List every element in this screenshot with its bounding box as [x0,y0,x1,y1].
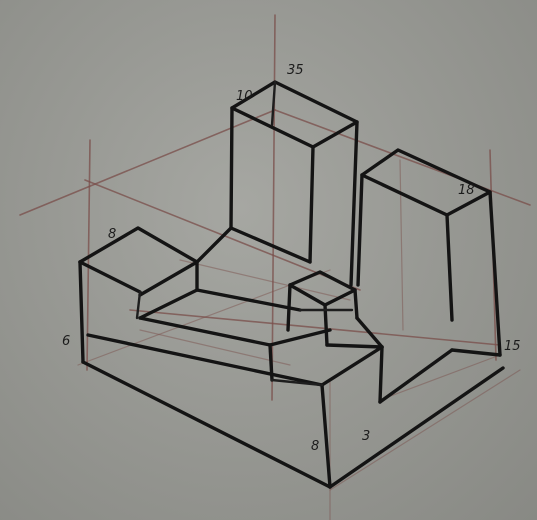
channel-top-back [229,226,312,264]
base-top-front-edge [86,333,324,387]
base-left-vertical [78,260,85,364]
base-front-vertical [320,383,332,489]
label-left-height: 6 [62,334,70,349]
guide-diag-left [77,269,331,366]
base-right-step [320,345,384,387]
guide-axis-left [19,109,276,216]
guide-inner-2 [139,329,291,366]
object-edges [78,80,505,489]
notch-front-vertical [323,303,329,347]
tall-block-left-edge [229,106,234,230]
guide-mid-rail [129,309,501,346]
right-wall-front-edge [445,213,454,322]
tall-block-right-edge [349,120,359,287]
label-tall-block-right: 35 [287,63,304,78]
left-block-inner-vertical [135,290,142,320]
label-right-wall: 18 [458,183,475,198]
base-right-riser [378,345,384,404]
base-front-left [81,360,332,489]
left-block-back-edge [78,260,142,294]
guide-right-bottom [379,354,501,401]
label-bottom-right: 3 [362,429,370,444]
channel-end-vertical [268,343,274,382]
base-right-back [450,348,502,357]
channel-end-floor [270,378,324,387]
channel-floor-right [195,288,302,312]
notch-right-vertical [353,288,359,320]
notch-left-vertical [286,283,292,332]
tall-block-back-edge [270,80,277,127]
channel-floor-left [138,316,272,347]
label-right-height: 15 [504,339,521,354]
tall-block-front-edge [308,145,315,264]
dimension-labels: 10 35 18 8 6 15 8 3 [62,63,521,454]
left-block-top [78,226,199,297]
label-tall-block-left: 10 [236,89,253,104]
channel-floor-back [138,288,199,320]
label-left-block-top: 8 [108,227,116,242]
notch-step-back [355,316,384,349]
construction-lines [19,14,531,520]
notch-step-floor [325,343,384,349]
base-right-floor [378,348,454,404]
guide-inner-1 [179,259,351,301]
label-bottom-front: 8 [311,439,319,454]
guide-vertical-center [271,14,276,401]
channel-end-top [268,328,332,347]
guide-vertical-inner [399,159,404,331]
channel-back-edge [195,226,233,264]
guide-vertical-left [86,139,91,371]
guide-diag-right [329,369,521,491]
right-wall-left-edge [356,173,364,287]
base-front-right [328,366,505,489]
right-wall-right-edge [488,190,502,357]
